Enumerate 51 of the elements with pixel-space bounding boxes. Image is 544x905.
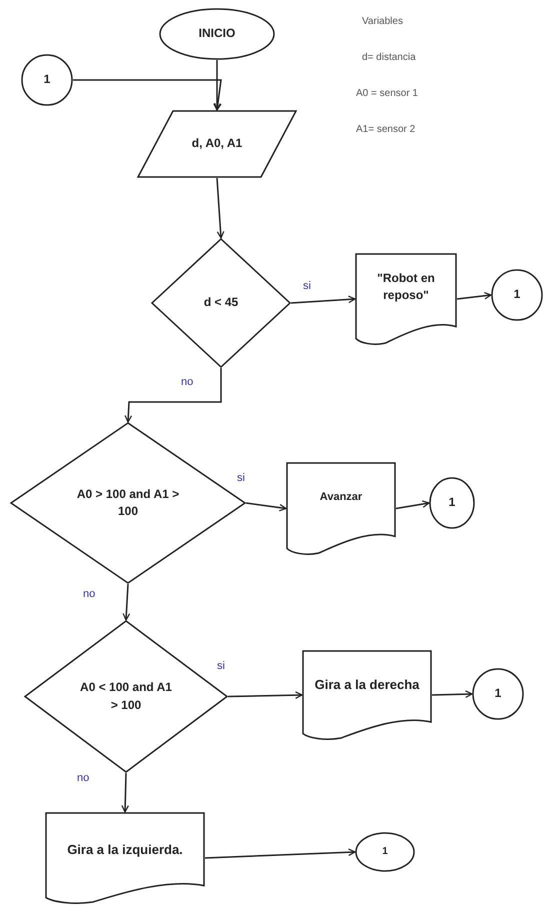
node-label: Gira a la izquierda.	[67, 840, 183, 859]
node-label: A0 < 100 and A1 > 100	[79, 679, 173, 714]
input-parallelogram	[137, 110, 297, 178]
node-label: Gira a la derecha	[314, 676, 420, 694]
node-label: d, A0, A1	[192, 135, 242, 152]
edge-label: si	[236, 472, 246, 484]
edge-label: si	[216, 660, 226, 672]
node-label: d < 45	[204, 294, 238, 312]
start-terminal	[159, 8, 275, 60]
node-label: 1	[494, 685, 502, 702]
edge-label: no	[82, 588, 96, 600]
node-label: 1	[44, 71, 50, 88]
node-label: INICIO	[198, 25, 236, 42]
document-box	[286, 462, 396, 555]
arrow	[246, 502, 287, 512]
arrow	[121, 772, 129, 813]
edge-label: si	[302, 280, 312, 292]
document-box	[355, 253, 457, 345]
arrow	[216, 178, 224, 239]
arrow	[122, 584, 130, 621]
connector-circle	[491, 269, 543, 321]
node-label: 1	[514, 286, 520, 304]
note-text: d= distancia	[362, 52, 416, 63]
node-label: "Robot en reposo"	[376, 270, 436, 304]
node-label: 1	[448, 494, 456, 512]
edge-label: no	[76, 772, 90, 784]
arrow	[73, 79, 222, 111]
connector-circle	[21, 54, 73, 106]
note-text: A1= sensor 2	[356, 124, 416, 135]
note-text: A0 = sensor 1	[356, 88, 418, 99]
edge-label: no	[180, 376, 194, 388]
node-label: 1	[382, 844, 388, 859]
arrow	[432, 690, 473, 698]
note-text: Variables	[362, 16, 403, 27]
arrow	[213, 60, 221, 111]
arrow	[204, 848, 356, 859]
decision-diamond	[24, 620, 228, 773]
decision-diamond	[10, 422, 246, 584]
document-box	[302, 650, 432, 740]
connector-circle	[429, 477, 475, 529]
arrow	[396, 500, 430, 510]
arrow	[228, 691, 303, 699]
node-label: Avanzar	[320, 490, 362, 506]
document-box	[45, 812, 205, 904]
arrow	[456, 292, 492, 300]
arrow	[124, 368, 222, 423]
arrow	[290, 296, 356, 304]
connector-oval	[355, 832, 415, 872]
decision-diamond	[151, 238, 291, 368]
connector-circle	[472, 668, 524, 720]
node-label: A0 > 100 and A1 > 100	[76, 486, 180, 520]
